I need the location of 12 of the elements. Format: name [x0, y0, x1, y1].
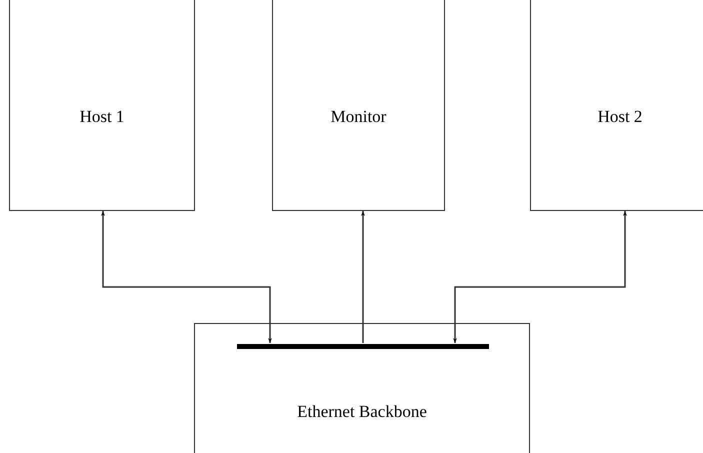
bus-bar	[237, 344, 489, 349]
host-box	[530, 0, 703, 211]
node-label: Host 1	[80, 106, 124, 128]
backbone-box	[194, 323, 530, 453]
node-label: Monitor	[330, 106, 386, 128]
host-box	[272, 0, 445, 211]
connector-line	[101, 211, 272, 343]
host-box	[9, 0, 195, 211]
connector-line	[361, 211, 365, 343]
node-label: Ethernet Backbone	[297, 401, 427, 423]
node-label: Host 2	[598, 106, 642, 128]
connector-line	[453, 211, 627, 343]
